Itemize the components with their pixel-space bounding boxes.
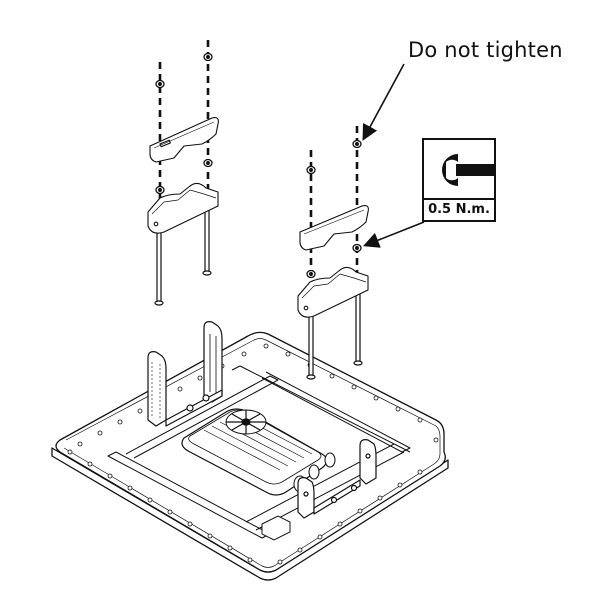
left-bracket-lower (147, 182, 219, 234)
torque-arrow (363, 221, 425, 248)
wrench-icon (442, 154, 494, 186)
right-bracket-lower (297, 266, 369, 318)
left-assembly (147, 40, 219, 306)
right-bracket-upper (299, 205, 369, 251)
right-assembly (297, 126, 369, 380)
plate-side-bracket-right (297, 439, 377, 519)
nut (306, 139, 362, 279)
plate-clip (261, 515, 291, 541)
callout-arrows (362, 63, 425, 248)
left-bracket-upper (149, 117, 219, 163)
do-not-tighten-label: Do not tighten (408, 38, 563, 62)
fan-icon (225, 409, 267, 435)
plate-side-bracket-left (147, 321, 223, 427)
nut (155, 52, 213, 195)
torque-value: 0.5 N.m. (424, 198, 494, 220)
torque-spec-box: 0.5 N.m. (422, 138, 496, 222)
do-not-tighten-arrow (362, 63, 405, 141)
